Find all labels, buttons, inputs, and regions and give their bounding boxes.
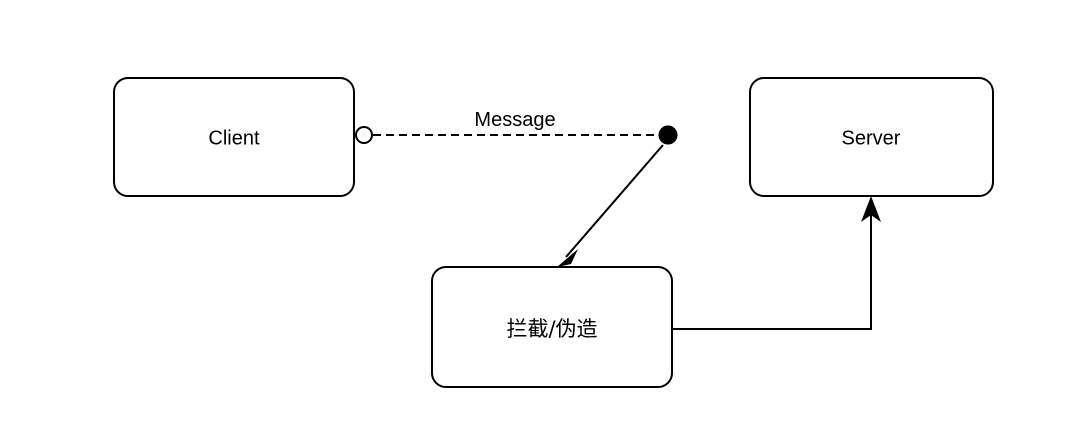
elbow-arrow-shaft — [672, 207, 872, 330]
node-intercept[interactable]: 拦截/伪造 — [431, 266, 673, 388]
arrow-head-icon-up — [861, 196, 881, 222]
edge-label-message: Message — [474, 109, 555, 131]
node-intercept-label: 拦截/伪造 — [506, 317, 597, 341]
arrow-head-icon-down-left — [557, 249, 585, 267]
node-server-shape — [749, 77, 994, 197]
edge-intercept-to-server[interactable] — [672, 196, 881, 330]
node-client[interactable]: Client — [113, 77, 355, 197]
edge-message[interactable]: Message — [373, 109, 659, 136]
node-server-label: Server — [842, 127, 901, 149]
diagonal-arrow-shaft — [565, 144, 664, 258]
node-intercept-shape — [431, 266, 673, 388]
edge-dot-to-intercept[interactable] — [557, 144, 664, 267]
node-client-label: Client — [208, 127, 260, 149]
node-server[interactable]: Server — [749, 77, 994, 197]
filled-circle-endpoint-icon — [658, 125, 678, 145]
open-circle-endpoint-icon — [355, 126, 373, 144]
node-client-shape — [113, 77, 355, 197]
